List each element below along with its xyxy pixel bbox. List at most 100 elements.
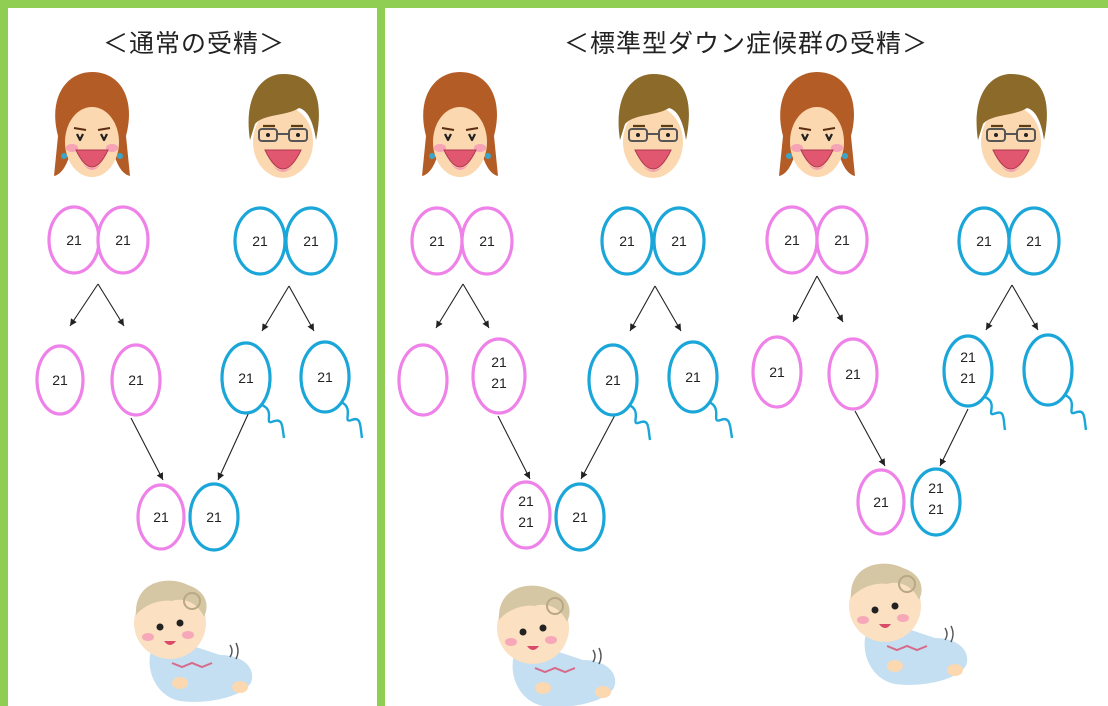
- cell-outline: [188, 482, 240, 552]
- arrow-5: [130, 417, 164, 481]
- sperm-tails: [261, 393, 1088, 441]
- parent-faces: [52, 70, 1049, 180]
- father-cell-8: 21: [299, 340, 351, 414]
- chromosome-label: 21: [834, 232, 850, 248]
- mother-face-icon-1: [52, 70, 132, 179]
- crawling-baby-icon-2: [496, 584, 617, 706]
- cell-outline: [35, 344, 85, 416]
- sperm-tail-5: [984, 395, 1007, 431]
- mother-cell-1: 21: [47, 205, 101, 275]
- frame-left: [0, 0, 8, 706]
- panel-title-down-syndrome: ＜標準型ダウン症候群の受精＞: [563, 29, 928, 58]
- mother-cell-11: 21: [410, 206, 464, 276]
- cell-outline: [667, 340, 719, 414]
- arrow-15: [985, 284, 1013, 331]
- father-cell-13: 21: [600, 206, 654, 276]
- sperm-tail-4: [708, 400, 734, 439]
- arrow-1: [69, 283, 99, 327]
- father-cell-17: 21: [587, 343, 639, 417]
- chromosome-label: 21: [303, 233, 319, 249]
- arrow-12: [580, 414, 616, 480]
- mother-cell-26: 21: [827, 337, 879, 411]
- cell-outline: [284, 206, 338, 276]
- cell-outline: [500, 480, 552, 550]
- mother-cell-2: 21: [96, 205, 150, 275]
- cell-outline: [815, 205, 869, 275]
- father-cell-3: 21: [233, 206, 287, 276]
- chromosome-label: 21: [873, 494, 889, 510]
- chromosome-label: 21: [976, 233, 992, 249]
- chromosome-label: 21: [619, 233, 635, 249]
- frame-top: [0, 0, 1108, 8]
- sperm-tail-2: [340, 400, 364, 439]
- sperm-tail-3: [628, 403, 652, 441]
- chromosome-label: 21: [66, 232, 82, 248]
- chromosome-label: 21: [491, 375, 507, 391]
- mother-face-icon-5: [777, 70, 857, 179]
- father-cell-18: 21: [667, 340, 719, 414]
- father-cell-23: 21: [957, 206, 1011, 276]
- father-face-icon-6: [975, 72, 1049, 180]
- arrow-8: [462, 283, 490, 329]
- cell-outline: [471, 337, 527, 415]
- arrow-2: [97, 283, 125, 327]
- cell-outline: [856, 468, 906, 536]
- arrow-6: [217, 409, 251, 481]
- mother-cell-15: [397, 343, 449, 417]
- arrow-18: [939, 408, 969, 467]
- chromosome-label: 21: [769, 364, 785, 380]
- chromosome-label: 21: [479, 233, 495, 249]
- chromosome-label: 21: [115, 232, 131, 248]
- cell-outline: [397, 343, 449, 417]
- arrow-10: [654, 285, 682, 332]
- mother-cell-5: 21: [35, 344, 85, 416]
- chromosome-label: 21: [52, 372, 68, 388]
- chromosome-label: 21: [518, 493, 534, 509]
- mother-cell-21: 21: [765, 205, 819, 275]
- frame-divider: [377, 0, 385, 706]
- arrow-9: [629, 285, 656, 332]
- cell-outline: [1022, 333, 1074, 407]
- arrow-11: [497, 415, 531, 480]
- chromosome-label: 21: [928, 480, 944, 496]
- chromosome-label: 21: [845, 366, 861, 382]
- cell-outline: [827, 337, 879, 411]
- mother-cell-29: 21: [856, 468, 906, 536]
- father-cell-10: 21: [188, 482, 240, 552]
- chromosome-label: 21: [960, 349, 976, 365]
- arrows: [69, 275, 1039, 481]
- arrow-4: [288, 285, 315, 332]
- mother-cell-22: 21: [815, 205, 869, 275]
- cell-outline: [910, 467, 962, 537]
- chromosome-label: 21: [671, 233, 687, 249]
- chromosome-label: 21: [928, 501, 944, 517]
- father-cell-14: 21: [652, 206, 706, 276]
- cell-outline: [751, 335, 803, 409]
- sperm-tail-6: [1064, 393, 1088, 431]
- father-face-icon-4: [617, 72, 691, 180]
- cell-outline: [587, 343, 639, 417]
- panel-title-normal: ＜通常の受精＞: [102, 29, 285, 58]
- mother-cell-6: 21: [110, 343, 162, 417]
- father-cell-7: 21: [220, 341, 272, 415]
- chromosome-label: 21: [429, 233, 445, 249]
- chromosome-label: 21: [685, 369, 701, 385]
- chromosome-label: 21: [128, 372, 144, 388]
- chromosome-label: 21: [153, 509, 169, 525]
- cell-outline: [460, 206, 514, 276]
- mother-cell-12: 21: [460, 206, 514, 276]
- chromosome-label: 21: [572, 509, 588, 525]
- arrow-7: [435, 283, 464, 329]
- crawling-baby-icon-3: [848, 562, 969, 686]
- chromosome-label: 21: [518, 514, 534, 530]
- arrow-13: [792, 275, 818, 323]
- cell-outline: [110, 343, 162, 417]
- crawling-baby-icon-1: [133, 579, 254, 703]
- chromosome-label: 21: [317, 369, 333, 385]
